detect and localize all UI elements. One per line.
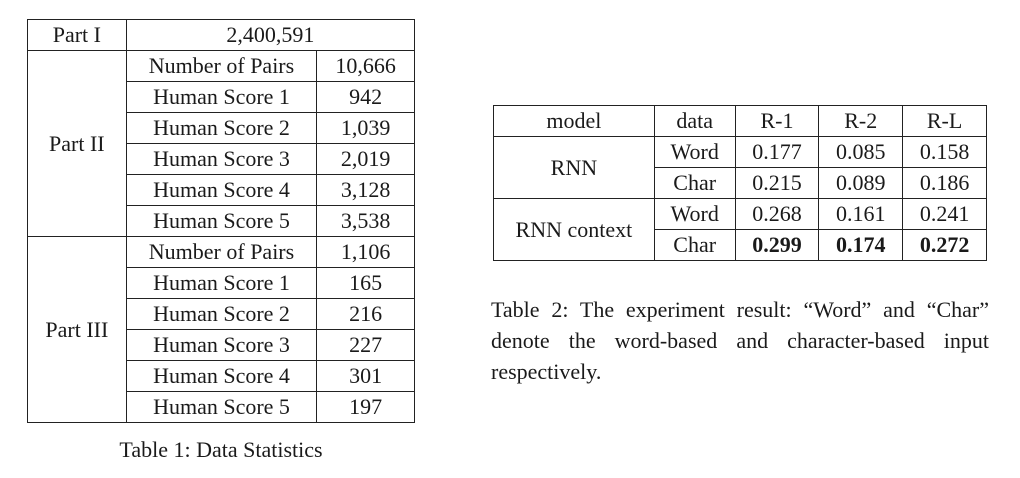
table-row: Human Score 5 197	[28, 391, 415, 423]
row-label: Human Score 2	[125, 112, 318, 144]
r2-cell: 0.089	[818, 167, 904, 199]
rl-cell-best: 0.272	[902, 229, 987, 261]
rl-cell: 0.186	[902, 167, 987, 199]
part-label: Part I	[27, 19, 127, 51]
row-label: Human Score 5	[125, 391, 318, 423]
table-row: Char 0.299 0.174 0.272	[494, 229, 987, 261]
data-cell: Char	[653, 229, 736, 261]
column-header: R-L	[902, 105, 987, 137]
table-row: Human Score 3 2,019	[28, 143, 415, 175]
column-header: R-2	[818, 105, 904, 137]
table-row: Human Score 3 227	[28, 329, 415, 361]
row-value: 301	[316, 360, 415, 392]
row-value: 942	[316, 81, 415, 113]
table-row: Human Score 1 165	[28, 267, 415, 299]
rl-cell: 0.241	[902, 198, 987, 230]
column-header: model	[493, 105, 655, 137]
table-row: RNN Word 0.177 0.085 0.158	[493, 136, 987, 199]
row-value: 216	[316, 298, 415, 330]
r2-cell-best: 0.174	[818, 229, 904, 261]
data-cell: Word	[653, 136, 736, 168]
column-header: data	[653, 105, 736, 137]
row-label: Human Score 5	[125, 205, 318, 237]
row-label: Human Score 3	[125, 329, 318, 361]
row-value: 3,538	[316, 205, 415, 237]
table-row: Human Score 2 216	[28, 298, 415, 330]
r1-cell: 0.215	[734, 167, 820, 199]
row-label: Number of Pairs	[125, 236, 318, 268]
part-value: 2,400,591	[125, 19, 416, 51]
data-statistics-table: Part I 2,400,591 Part II Number of Pairs…	[27, 19, 416, 423]
table-row: Human Score 5 3,538	[28, 205, 415, 237]
table1-caption: Table 1: Data Statistics	[119, 437, 323, 462]
row-label: Human Score 4	[125, 360, 318, 392]
row-label: Human Score 1	[125, 267, 318, 299]
table-row: RNN context Word 0.268 0.161 0.241	[493, 198, 987, 261]
row-value: 165	[316, 267, 415, 299]
row-value: 227	[316, 329, 415, 361]
data-cell: Word	[653, 198, 736, 230]
row-value: 1,039	[316, 112, 415, 144]
model-cell: RNN context	[493, 198, 655, 261]
r2-cell: 0.161	[818, 198, 904, 230]
table-row: Human Score 2 1,039	[28, 112, 415, 144]
table2-caption: Table 2: The experiment result: “Word” a…	[491, 297, 989, 384]
row-label: Human Score 1	[125, 81, 318, 113]
experiment-result-table: model data R-1 R-2 R-L RNN Word 0.177 0.…	[493, 105, 987, 261]
table-header-row: model data R-1 R-2 R-L	[493, 105, 987, 137]
r2-cell: 0.085	[818, 136, 904, 168]
model-cell: RNN	[493, 136, 655, 199]
r1-cell: 0.177	[734, 136, 820, 168]
row-label: Human Score 3	[125, 143, 318, 175]
row-value: 2,019	[316, 143, 415, 175]
row-value: 1,106	[316, 236, 415, 268]
table-row: Part II Number of Pairs 10,666	[27, 50, 415, 237]
r1-cell: 0.268	[734, 198, 820, 230]
table-row: Human Score 1 942	[28, 81, 415, 113]
row-label: Number of Pairs	[125, 50, 318, 82]
table-row: Part III Number of Pairs 1,106	[27, 236, 415, 423]
table-row: Human Score 4 3,128	[28, 174, 415, 206]
row-value: 197	[316, 391, 415, 423]
table-row: Part I 2,400,591	[27, 19, 416, 51]
r1-cell-best: 0.299	[734, 229, 820, 261]
column-header: R-1	[734, 105, 820, 137]
table-row: Char 0.215 0.089 0.186	[494, 167, 987, 199]
table-row: Human Score 4 301	[28, 360, 415, 392]
row-value: 10,666	[316, 50, 415, 82]
data-cell: Char	[653, 167, 736, 199]
part-label: Part II	[27, 50, 127, 237]
part-label: Part III	[27, 236, 127, 423]
rl-cell: 0.158	[902, 136, 987, 168]
row-label: Human Score 4	[125, 174, 318, 206]
row-value: 3,128	[316, 174, 415, 206]
row-label: Human Score 2	[125, 298, 318, 330]
